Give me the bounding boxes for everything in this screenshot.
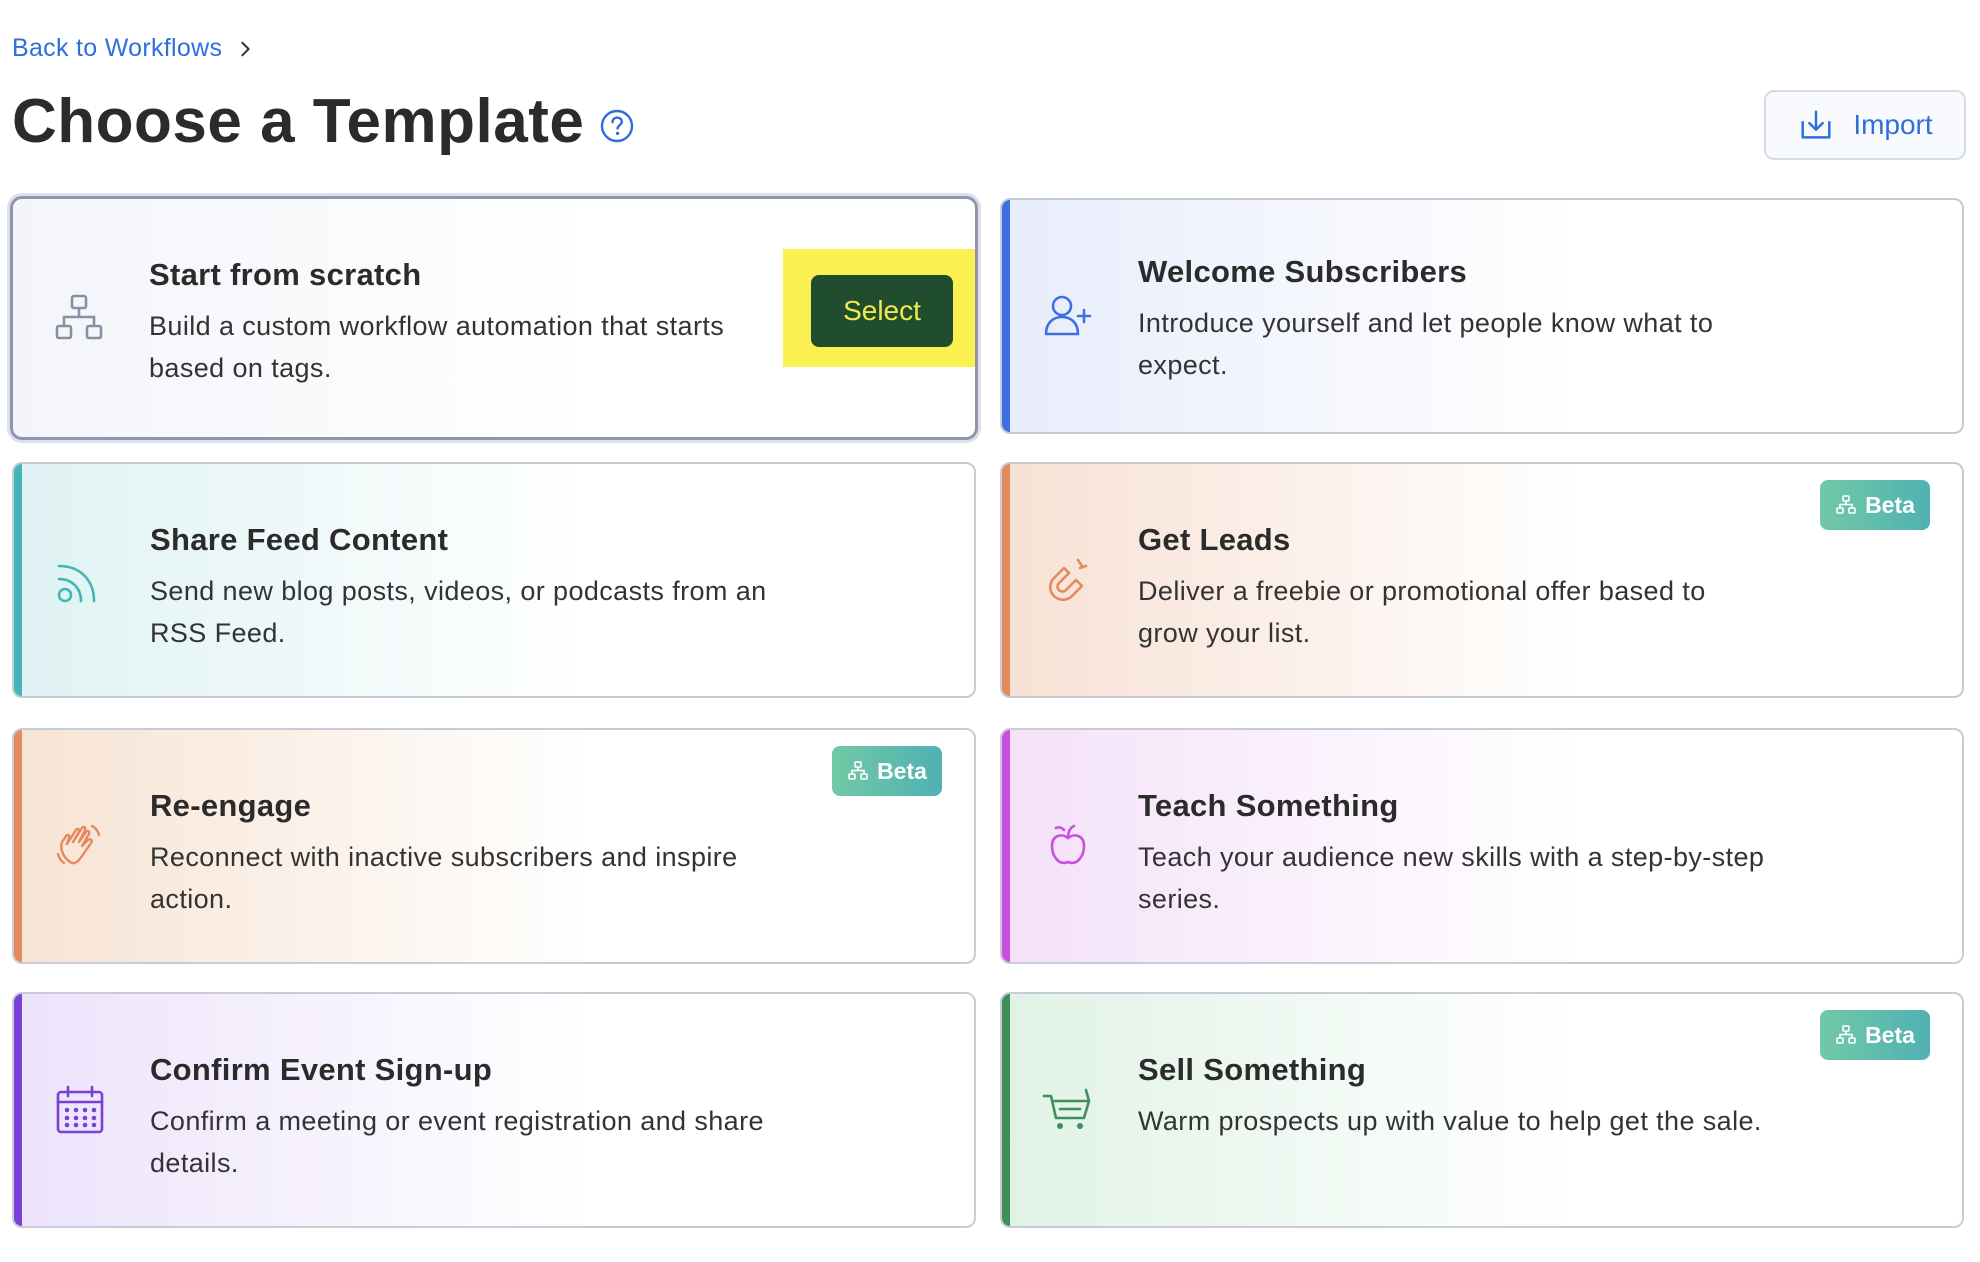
workflow-icon bbox=[848, 761, 868, 780]
template-card-teach-something[interactable]: Teach Something Teach your audience new … bbox=[1000, 728, 1964, 964]
rss-icon bbox=[57, 564, 96, 603]
import-label: Import bbox=[1853, 109, 1933, 140]
waving-hand-icon bbox=[56, 824, 101, 865]
back-to-workflows-link[interactable]: Back to Workflows bbox=[12, 34, 223, 62]
beta-label: Beta bbox=[877, 757, 927, 784]
card-description: Teach your audience new skills with a st… bbox=[1138, 842, 1765, 914]
calendar-icon bbox=[56, 1085, 104, 1134]
template-card-share-feed-content[interactable]: Share Feed Content Send new blog posts, … bbox=[12, 462, 976, 698]
card-description: Introduce yourself and let people know w… bbox=[1138, 308, 1714, 380]
card-title: Start from scratch bbox=[149, 257, 422, 292]
beta-badge: Beta bbox=[1820, 1010, 1930, 1060]
card-description: Reconnect with inactive subscribers and … bbox=[150, 842, 738, 914]
card-title: Get Leads bbox=[1138, 522, 1291, 557]
card-description: Warm prospects up with value to help get… bbox=[1138, 1106, 1762, 1136]
card-title: Welcome Subscribers bbox=[1138, 254, 1468, 289]
import-button[interactable]: Import bbox=[1764, 90, 1966, 160]
template-card-re-engage[interactable]: Re-engage Reconnect with inactive subscr… bbox=[12, 728, 976, 964]
card-title: Confirm Event Sign-up bbox=[150, 1052, 493, 1087]
workflow-icon bbox=[55, 294, 103, 340]
help-icon[interactable] bbox=[600, 109, 634, 143]
card-description: Send new blog posts, videos, or podcasts… bbox=[150, 576, 767, 648]
breadcrumb: Back to Workflows bbox=[12, 34, 254, 63]
template-card-sell-something[interactable]: Sell Something Warm prospects up with va… bbox=[1000, 992, 1964, 1228]
magnet-icon bbox=[1048, 558, 1088, 602]
card-description: Confirm a meeting or event registration … bbox=[150, 1106, 764, 1178]
card-description: Build a custom workflow automation that … bbox=[149, 311, 725, 383]
card-title: Teach Something bbox=[1138, 788, 1399, 823]
card-title: Re-engage bbox=[150, 788, 312, 823]
beta-badge: Beta bbox=[1820, 480, 1930, 530]
import-icon bbox=[1801, 110, 1831, 139]
add-user-icon bbox=[1044, 295, 1092, 336]
workflow-icon bbox=[1836, 495, 1856, 514]
shopping-cart-icon bbox=[1042, 1088, 1091, 1129]
workflow-icon bbox=[1836, 1025, 1856, 1044]
select-button[interactable]: Select bbox=[811, 275, 953, 347]
title-row: Choose a Template bbox=[12, 86, 634, 157]
template-card-get-leads[interactable]: Get Leads Deliver a freebie or promotion… bbox=[1000, 462, 1964, 698]
beta-label: Beta bbox=[1865, 1021, 1915, 1048]
template-card-welcome-subscribers[interactable]: Welcome Subscribers Introduce yourself a… bbox=[1000, 198, 1964, 434]
card-title: Share Feed Content bbox=[150, 522, 449, 557]
template-card-start-from-scratch[interactable]: Start from scratch Build a custom workfl… bbox=[10, 196, 978, 440]
beta-label: Beta bbox=[1865, 491, 1915, 518]
beta-badge: Beta bbox=[832, 746, 942, 796]
template-card-confirm-event-sign-up[interactable]: Confirm Event Sign-up Confirm a meeting … bbox=[12, 992, 976, 1228]
apple-icon bbox=[1050, 824, 1086, 865]
chevron-right-icon bbox=[241, 41, 250, 56]
card-description: Deliver a freebie or promotional offer b… bbox=[1138, 576, 1706, 648]
card-title: Sell Something bbox=[1138, 1052, 1367, 1087]
page-title: Choose a Template bbox=[12, 87, 585, 156]
